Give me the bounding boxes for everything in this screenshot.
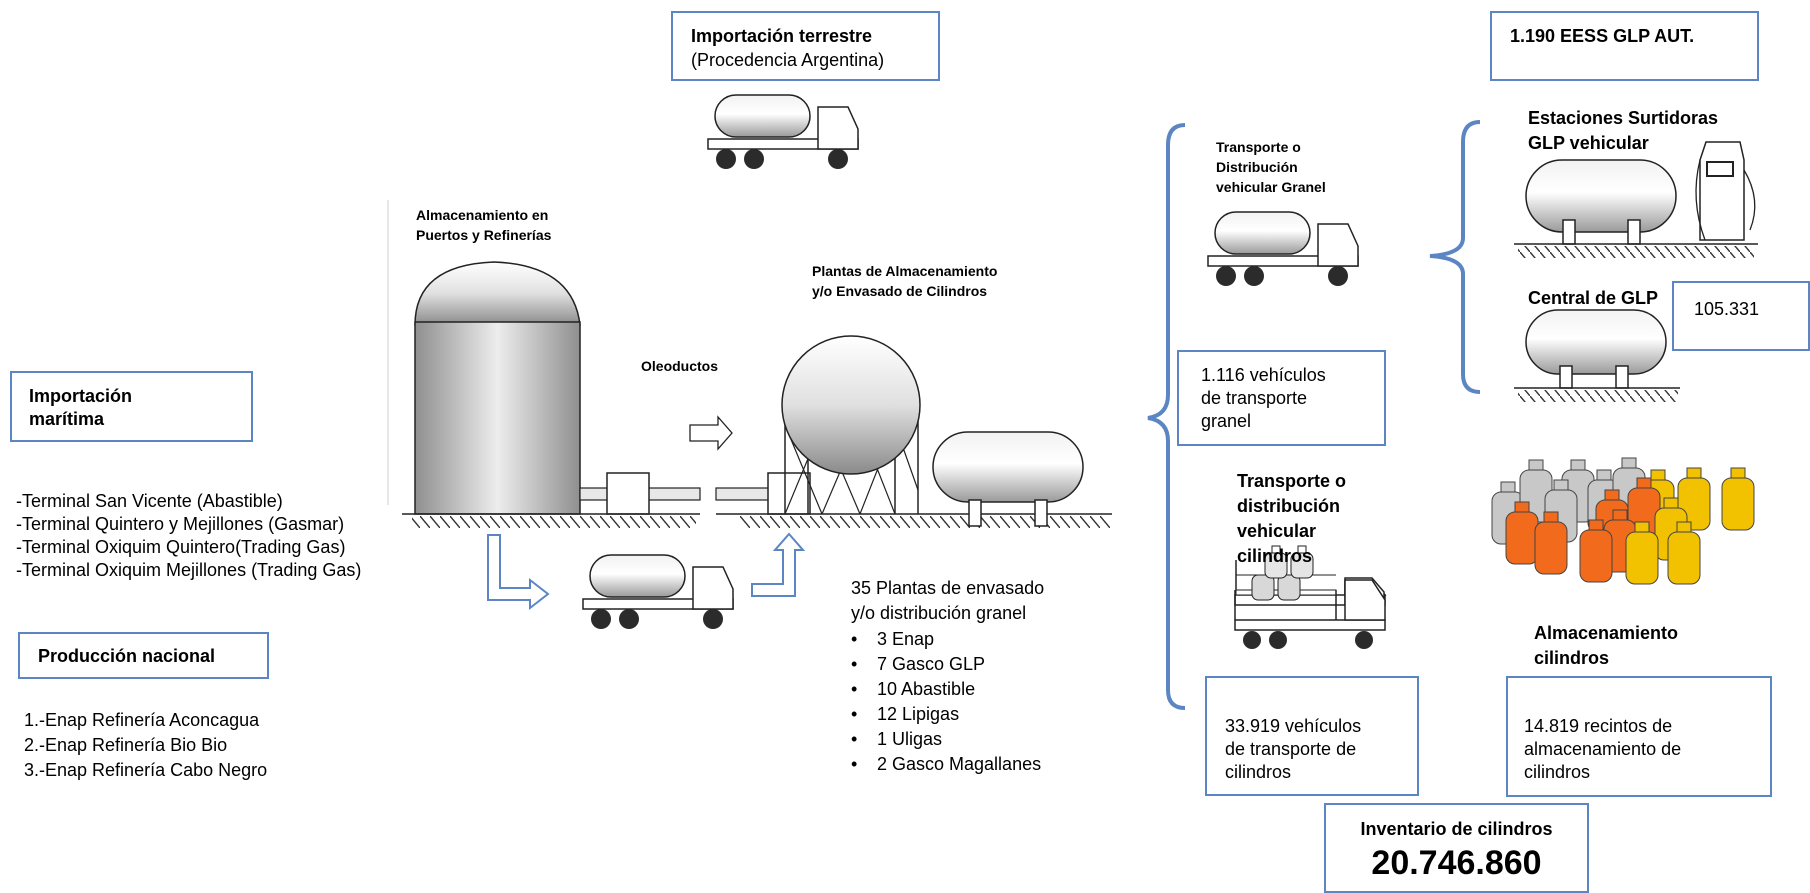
sea-import-title: Importación marítima [29, 386, 133, 429]
terminal-item: -Terminal Oxiquim Quintero(Trading Gas) [16, 537, 346, 557]
terminal-item: -Terminal Quintero y Mejillones (Gasmar) [16, 514, 345, 534]
cylinder-storage-count-box: 14.819 recintos de almacenamiento de cil… [1506, 676, 1772, 797]
refinery-item: 2.-Enap Refinería Bio Bio [24, 735, 228, 755]
storage-silo-icon [414, 261, 581, 515]
pipeline-truck-icon [582, 554, 734, 630]
cylinder-inventory-title: Inventario de cilindros [1360, 819, 1553, 839]
plants-list: 3 Enap 7 Gasco GLP 10 Abastible 12 Lipig… [851, 627, 1041, 777]
plant-item: 2 Gasco Magallanes [851, 752, 1041, 777]
bulk-bracket [1147, 123, 1186, 710]
plant-item: 3 Enap [851, 627, 1041, 652]
sea-import-box: Importación marítima [10, 371, 253, 442]
cylinder-transport-count-box: 33.919 vehículos de transporte de cilind… [1205, 676, 1419, 796]
refinery-item: 1.-Enap Refinería Aconcagua [24, 710, 260, 730]
eess-box: 1.190 EESS GLP AUT. [1490, 11, 1759, 81]
national-production-title: Producción nacional [38, 646, 216, 666]
bulk-transport-label: Transporte o Distribución vehicular Gran… [1216, 139, 1326, 195]
service-station-tank-icon [1514, 159, 1758, 258]
pipelines-label: Oleoductos [641, 358, 719, 374]
terminals-list: -Terminal San Vicente (Abastible) -Termi… [16, 490, 361, 582]
plant-item: 7 Gasco GLP [851, 652, 1041, 677]
fuel-pump-icon [1695, 141, 1756, 241]
station-bracket [1429, 120, 1481, 394]
central-glp-count-box: 105.331 [1672, 281, 1810, 351]
gas-cylinders-icon [1491, 457, 1755, 585]
storage-ports-label: Almacenamiento en Puertos y Refinerías [416, 207, 552, 243]
bulk-count-box: 1.116 vehículos de transporte granel [1177, 350, 1386, 446]
bulk-truck-icon [1207, 211, 1359, 287]
service-stations-label: Estaciones Surtidoras GLP vehicular [1528, 108, 1719, 153]
cylinder-inventory-value: 20.746.860 [1371, 844, 1542, 882]
plant-item: 1 Uligas [851, 727, 1041, 752]
cylinder-transport-count-text: 33.919 vehículos de transporte de cilind… [1225, 716, 1362, 782]
central-glp-tank-icon [1514, 309, 1680, 402]
eess-title: 1.190 EESS GLP AUT. [1510, 26, 1695, 46]
plant-item: 12 Lipigas [851, 702, 1041, 727]
refineries-list: 1.-Enap Refinería Aconcagua 2.-Enap Refi… [24, 708, 267, 783]
central-glp-count: 105.331 [1694, 299, 1760, 319]
plant-item: 10 Abastible [851, 677, 1041, 702]
cylinder-inventory-box: Inventario de cilindros 20.746.860 [1324, 803, 1589, 893]
land-import-truck-icon [707, 94, 859, 170]
terminal-item: -Terminal Oxiquim Mejillones (Trading Ga… [16, 560, 362, 580]
central-glp-label: Central de GLP [1528, 288, 1659, 308]
sphere-tank-icon [781, 335, 921, 515]
land-import-box: Importación terrestre (Procedencia Argen… [671, 11, 940, 81]
land-import-subtitle: (Procedencia Argentina) [691, 50, 885, 70]
plants-storage-label: Plantas de Almacenamiento y/o Envasado d… [812, 263, 998, 299]
national-production-box: Producción nacional [18, 632, 269, 679]
bulk-count-text: 1.116 vehículos de transporte granel [1201, 365, 1326, 431]
refinery-item: 3.-Enap Refinería Cabo Negro [24, 760, 268, 780]
cylinder-storage-count-text: 14.819 recintos de almacenamiento de cil… [1524, 716, 1682, 782]
cylinder-transport-label: Transporte o distribución vehicular cili… [1237, 471, 1347, 566]
cylinder-storage-label: Almacenamiento cilindros [1534, 623, 1679, 668]
plants-heading: 35 Plantas de envasado y/o distribución … [851, 578, 1045, 623]
terminal-item: -Terminal San Vicente (Abastible) [16, 491, 283, 511]
land-import-title: Importación terrestre [691, 26, 873, 46]
